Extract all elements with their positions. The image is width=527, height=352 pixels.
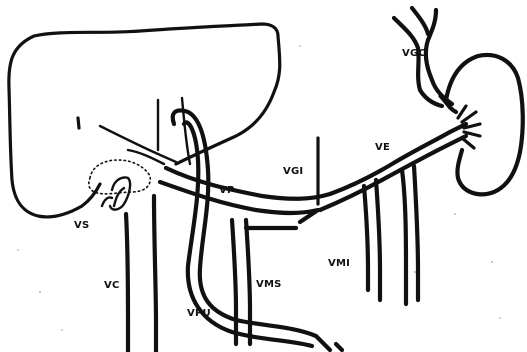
vpu-tail [336,344,342,350]
label-vs: VS [74,220,89,231]
vc-left-wall [126,214,128,352]
label-vms: VMS [256,279,282,290]
portal-vein-upper-wall [166,124,466,199]
short-gastric-vein-c [412,8,428,34]
label-vpu: VPU [187,308,211,319]
label-vgi: VGI [283,166,303,177]
liver-outline [9,24,280,217]
spleen-outline [446,55,523,194]
vmi-vessel-far-right-a [402,170,406,304]
vmi-vessel-far-right-b [414,166,418,300]
vc-right-wall [154,196,156,352]
vs-vessel [102,197,112,206]
label-ve: VE [375,142,390,153]
label-vgc: VGC [402,48,426,59]
portal-vein-lower-wall [160,182,318,222]
intrahepatic-branch-right [182,98,190,164]
intrahepatic-branch-left [100,126,176,162]
short-gastric-vein-a [394,18,442,106]
label-vmi: VMI [328,258,350,269]
vms-left-wall [232,220,236,344]
label-vc: VC [104,280,119,291]
vmi-vessel-left [364,186,368,290]
intrahepatic-marker [78,118,79,128]
vms-right-wall [246,220,250,344]
splenic-vein-lower-wall [320,136,466,210]
vmi-vessel-right [376,180,380,300]
splenic-hilum-small-vessel [114,188,124,206]
label-vp: VP [219,185,234,196]
